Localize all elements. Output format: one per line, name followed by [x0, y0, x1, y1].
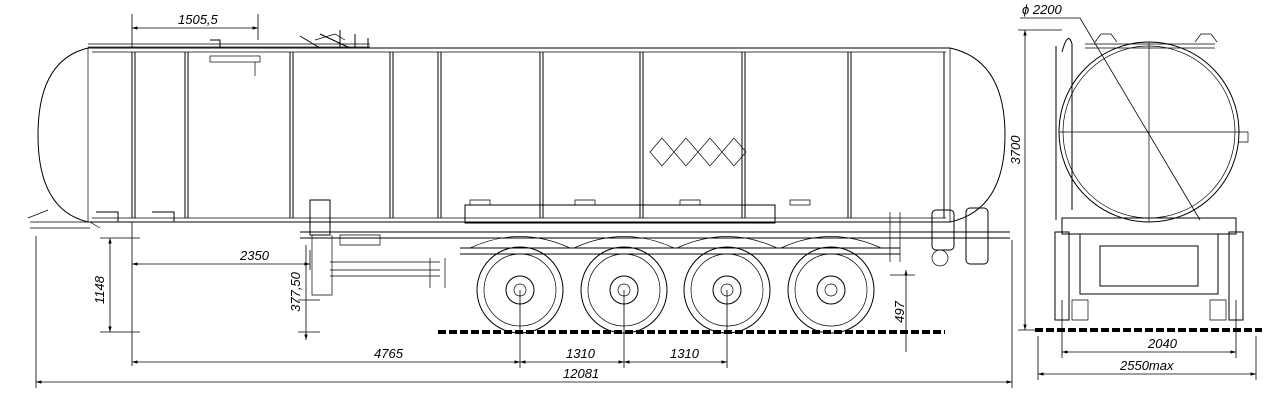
dim-height-hitch-label: 1148: [92, 275, 107, 304]
chassis-frame: [300, 199, 1010, 296]
dim-kingpin-height-label: 377,50: [288, 271, 303, 312]
tank-cross-section: [1055, 33, 1249, 223]
dim-tank-diameter: ϕ 2200: [1020, 2, 1201, 221]
dim-kingpin-offset: 2350: [131, 222, 311, 366]
dim-hatch-offset-label: 1505,5: [178, 12, 219, 27]
dim-axle-chain: 4765 1310 1310: [132, 290, 728, 368]
dim-total-height-label: 3700: [1008, 135, 1023, 165]
dim-tank-diameter-label: ϕ 2200: [1022, 2, 1063, 17]
dim-axle-spacing-2-label: 1310: [670, 346, 700, 361]
dim-kingpin-offset-label: 2350: [239, 248, 270, 263]
dim-to-axles-label: 4765: [374, 346, 404, 361]
dim-overall-width: 2550max: [1037, 336, 1257, 380]
dim-ground-clearance: 497: [890, 270, 915, 352]
dim-kingpin-height: 377,50: [288, 245, 320, 340]
dim-height-hitch: 1148: [92, 237, 140, 333]
rear-view: ϕ 2200 3700 2040 2550max: [1008, 2, 1262, 380]
tank-ribs: [131, 52, 945, 218]
axle-group: [469, 236, 882, 334]
tank-shell: [27, 30, 1006, 229]
dim-axle-spacing-1-label: 1310: [566, 346, 596, 361]
dim-track-width: 2040: [1061, 300, 1237, 358]
dim-ground-clearance-label: 497: [892, 300, 907, 322]
hazard-sign: [649, 137, 747, 167]
dim-track-width-label: 2040: [1147, 336, 1178, 351]
dim-total-height: 3700: [1008, 29, 1062, 331]
wheel-4: [787, 246, 875, 334]
top-walkway: [88, 30, 370, 76]
dim-total-length: 12081: [35, 236, 1013, 388]
rear-frame: [1054, 217, 1244, 321]
dim-overall-width-label: 2550max: [1119, 358, 1174, 373]
side-view: 1505,5 1148 2350 377,50 497: [27, 12, 1013, 388]
dim-total-length-label: 12081: [563, 366, 599, 381]
dim-hatch-offset: 1505,5: [131, 12, 259, 48]
